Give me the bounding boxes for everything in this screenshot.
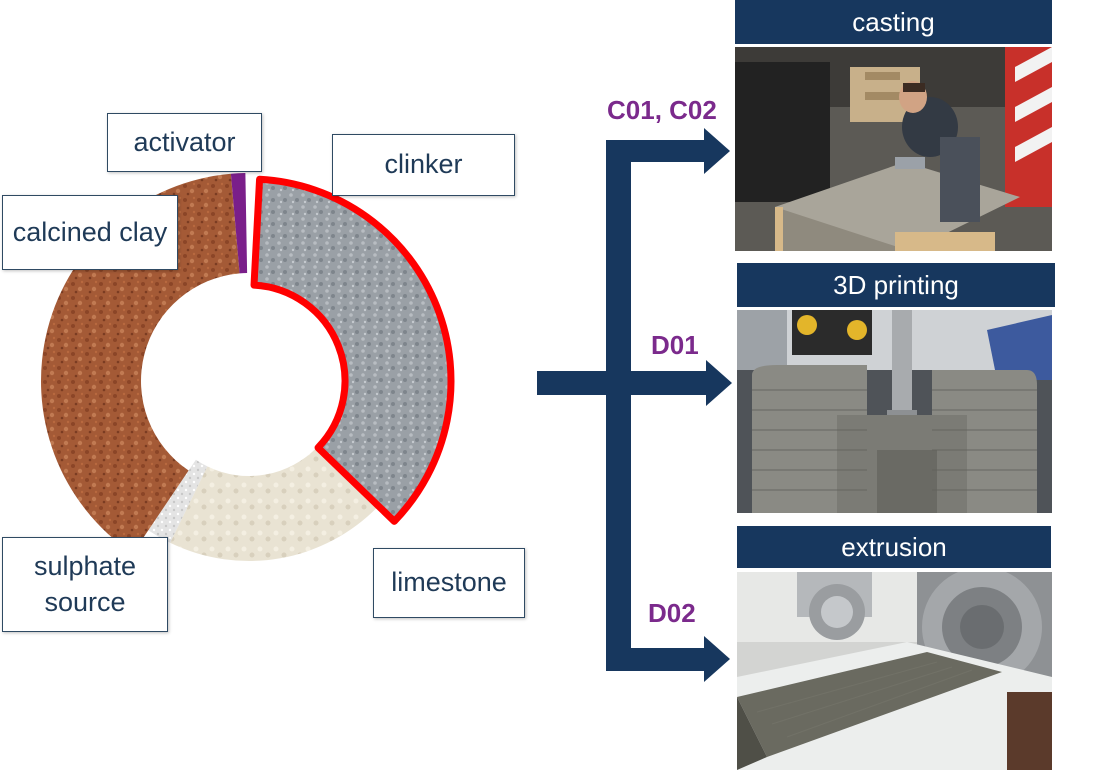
trunk-arrow-shaft — [537, 371, 619, 395]
extrusion-title: extrusion — [737, 526, 1051, 568]
branch-code-extrusion: D02 — [648, 598, 696, 628]
sulphate-label-line2: source — [44, 586, 126, 617]
clinker-segment — [254, 179, 451, 522]
arrow-3d-printing-head — [706, 360, 732, 406]
sulphate-segment — [148, 459, 208, 543]
clinker-label: clinker — [332, 134, 515, 196]
arrow-casting-shaft — [606, 140, 706, 162]
branch-code-casting: C01, C02 — [607, 95, 717, 125]
3d-printing-photo — [737, 310, 1052, 513]
sulphate-label-line1: sulphate — [33, 551, 137, 582]
casting-photo — [735, 47, 1052, 251]
sulphate-source-label: sulphate source — [2, 537, 168, 632]
3d-printing-title: 3D printing — [737, 263, 1055, 307]
arrow-extrusion-head — [704, 636, 730, 682]
vertical-bracket — [606, 140, 631, 671]
activator-label: activator — [107, 113, 262, 172]
clinker-highlight-outline — [250, 175, 455, 525]
activator-segment — [230, 173, 248, 274]
branch-code-3d-printing: D01 — [651, 330, 699, 360]
flow-arrows — [537, 128, 732, 682]
arrow-extrusion-shaft — [606, 648, 706, 671]
arrow-casting-head — [704, 128, 730, 174]
calcined-clay-label: calcined clay — [2, 195, 178, 270]
limestone-label: limestone — [373, 548, 525, 618]
casting-title: casting — [735, 0, 1052, 44]
limestone-segment — [170, 446, 379, 561]
extrusion-photo — [737, 572, 1052, 770]
arrow-3d-printing-shaft — [618, 371, 708, 395]
